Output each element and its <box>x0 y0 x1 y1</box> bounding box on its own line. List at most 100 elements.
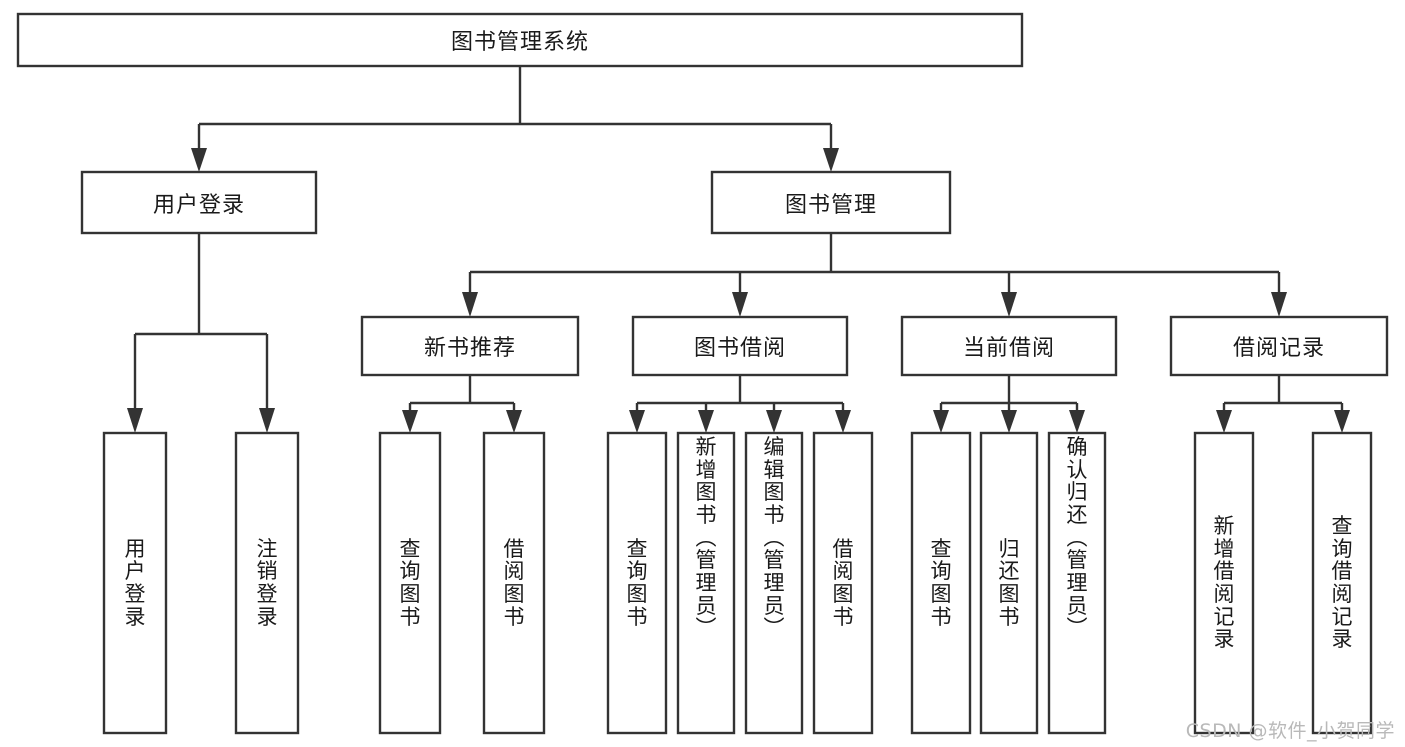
node-box-leaf-borrow-book-2[interactable] <box>812 431 874 735</box>
node-box-leaf-edit-book[interactable] <box>744 431 804 735</box>
vertical-glyph: 询 <box>626 559 648 584</box>
vertical-glyph: 图 <box>832 582 854 606</box>
vertical-glyph: 书 <box>930 604 952 629</box>
arrow-to-leaf-query-record <box>1334 410 1350 433</box>
vertical-glyph: ︶ <box>695 616 717 641</box>
vertical-glyph: 户 <box>124 559 146 584</box>
node-box-leaf-query-book-1[interactable] <box>378 431 442 735</box>
vertical-glyph: 管 <box>695 548 717 573</box>
vertical-glyph: ︵ <box>695 525 717 550</box>
node-box-leaf-borrow-book-1[interactable] <box>482 431 546 735</box>
arrow-to-leaf-return-book <box>1001 410 1017 433</box>
node-box-current-borrow[interactable] <box>900 315 1118 377</box>
label-book-manage-text: 图书管理 <box>784 192 877 218</box>
vertical-glyph: 图 <box>626 582 648 606</box>
vertical-glyph: 阅 <box>503 559 525 584</box>
vertical-glyph: 询 <box>930 559 952 584</box>
vertical-glyph: 图 <box>503 582 525 606</box>
vertical-glyph: 书 <box>763 503 785 528</box>
arrow-to-leaf-query-book-2 <box>629 410 645 433</box>
arrow-to-leaf-edit-book <box>766 410 782 433</box>
vertical-glyph: 借 <box>1331 559 1353 584</box>
vertical-glyph: 书 <box>695 503 717 528</box>
vertical-glyph: 阅 <box>1331 582 1353 606</box>
node-box-book-manage[interactable] <box>710 170 952 235</box>
node-box-new-book-rec[interactable] <box>360 315 580 377</box>
node-box-leaf-return-book[interactable] <box>979 431 1039 735</box>
connector-group-borrow-record <box>1216 375 1350 433</box>
label-leaf-logout: 注销登录 <box>236 433 298 733</box>
label-leaf-borrow-book-2: 借阅图书 <box>814 433 872 733</box>
vertical-glyph: ︶ <box>763 616 785 641</box>
arrow-to-book-borrow <box>732 292 748 317</box>
vertical-glyph: ︶ <box>1066 616 1088 641</box>
vertical-glyph: 书 <box>399 604 421 629</box>
node-box-book-borrow[interactable] <box>631 315 849 377</box>
vertical-glyph: 用 <box>124 536 146 561</box>
vertical-glyph: 录 <box>124 604 146 629</box>
label-book-borrow: 图书借阅 <box>633 317 847 375</box>
node-box-user-login[interactable] <box>80 170 318 235</box>
arrow-to-leaf-logout <box>259 408 275 433</box>
label-book-borrow-text: 图书借阅 <box>693 336 786 361</box>
vertical-glyph: 录 <box>1213 627 1235 652</box>
connector-group-user-login <box>127 233 275 433</box>
vertical-glyph: 增 <box>695 457 717 482</box>
arrow-to-leaf-query-book-1 <box>402 410 418 433</box>
vertical-glyph: 书 <box>626 604 648 629</box>
node-box-borrow-record[interactable] <box>1169 315 1389 377</box>
label-new-book-rec-text: 新书推荐 <box>423 336 516 361</box>
connector-group-current-borrow <box>933 375 1085 433</box>
label-leaf-borrow-book-1: 借阅图书 <box>484 433 544 733</box>
label-leaf-edit-book: 编辑图书︵管理员︶ <box>746 436 802 730</box>
vertical-glyph: ︵ <box>763 525 785 550</box>
node-box-leaf-query-book-3[interactable] <box>910 431 972 735</box>
vertical-glyph: 理 <box>763 571 785 596</box>
connector-group-root <box>191 66 839 172</box>
node-box-leaf-add-record[interactable] <box>1193 431 1255 735</box>
vertical-glyph: 员 <box>695 593 717 618</box>
label-leaf-add-book: 新增图书︵管理员︶ <box>678 436 734 730</box>
label-user-login: 用户登录 <box>82 172 316 233</box>
vertical-glyph: 询 <box>1331 536 1353 561</box>
label-borrow-record-text: 借阅记录 <box>1232 336 1325 361</box>
label-leaf-user-login: 用户登录 <box>104 433 166 733</box>
vertical-glyph: 图 <box>695 480 717 505</box>
vertical-glyph: 认 <box>1066 457 1088 482</box>
vertical-glyph: ︵ <box>1066 525 1088 550</box>
vertical-glyph: 归 <box>998 536 1020 561</box>
arrow-to-current-borrow <box>1001 292 1017 317</box>
label-user-login-text: 用户登录 <box>152 192 245 218</box>
vertical-glyph: 新 <box>1213 513 1235 538</box>
node-box-leaf-confirm-return[interactable] <box>1047 431 1107 735</box>
vertical-glyph: 员 <box>763 593 785 618</box>
node-box-leaf-user-login[interactable] <box>102 431 168 735</box>
vertical-glyph: 图 <box>399 582 421 606</box>
arrow-to-leaf-user-login <box>127 408 143 433</box>
node-box-root[interactable] <box>16 12 1024 68</box>
vertical-glyph: 录 <box>256 604 278 629</box>
node-box-leaf-logout[interactable] <box>234 431 300 735</box>
vertical-glyph: 记 <box>1331 604 1353 629</box>
node-box-leaf-query-book-2[interactable] <box>606 431 668 735</box>
vertical-glyph: 询 <box>399 559 421 584</box>
vertical-glyph: 书 <box>503 604 525 629</box>
arrow-root-to-user-login <box>191 148 207 172</box>
label-current-borrow: 当前借阅 <box>902 317 1116 375</box>
vertical-glyph: 管 <box>1066 548 1088 573</box>
label-leaf-query-book-2: 查询图书 <box>608 433 666 733</box>
vertical-glyph: 借 <box>503 536 525 561</box>
vertical-glyph: 借 <box>832 536 854 561</box>
vertical-glyph: 还 <box>998 559 1020 584</box>
vertical-glyph: 录 <box>1331 627 1353 652</box>
vertical-glyph: 图 <box>930 582 952 606</box>
node-box-leaf-query-record[interactable] <box>1311 431 1373 735</box>
vertical-glyph: 辑 <box>763 457 785 482</box>
vertical-glyph: 注 <box>256 536 278 561</box>
arrow-to-new-book-rec <box>462 292 478 317</box>
node-box-leaf-add-book[interactable] <box>676 431 736 735</box>
vertical-glyph: 查 <box>1331 513 1353 538</box>
vertical-glyph: 图 <box>998 582 1020 606</box>
vertical-glyph: 查 <box>930 536 952 561</box>
